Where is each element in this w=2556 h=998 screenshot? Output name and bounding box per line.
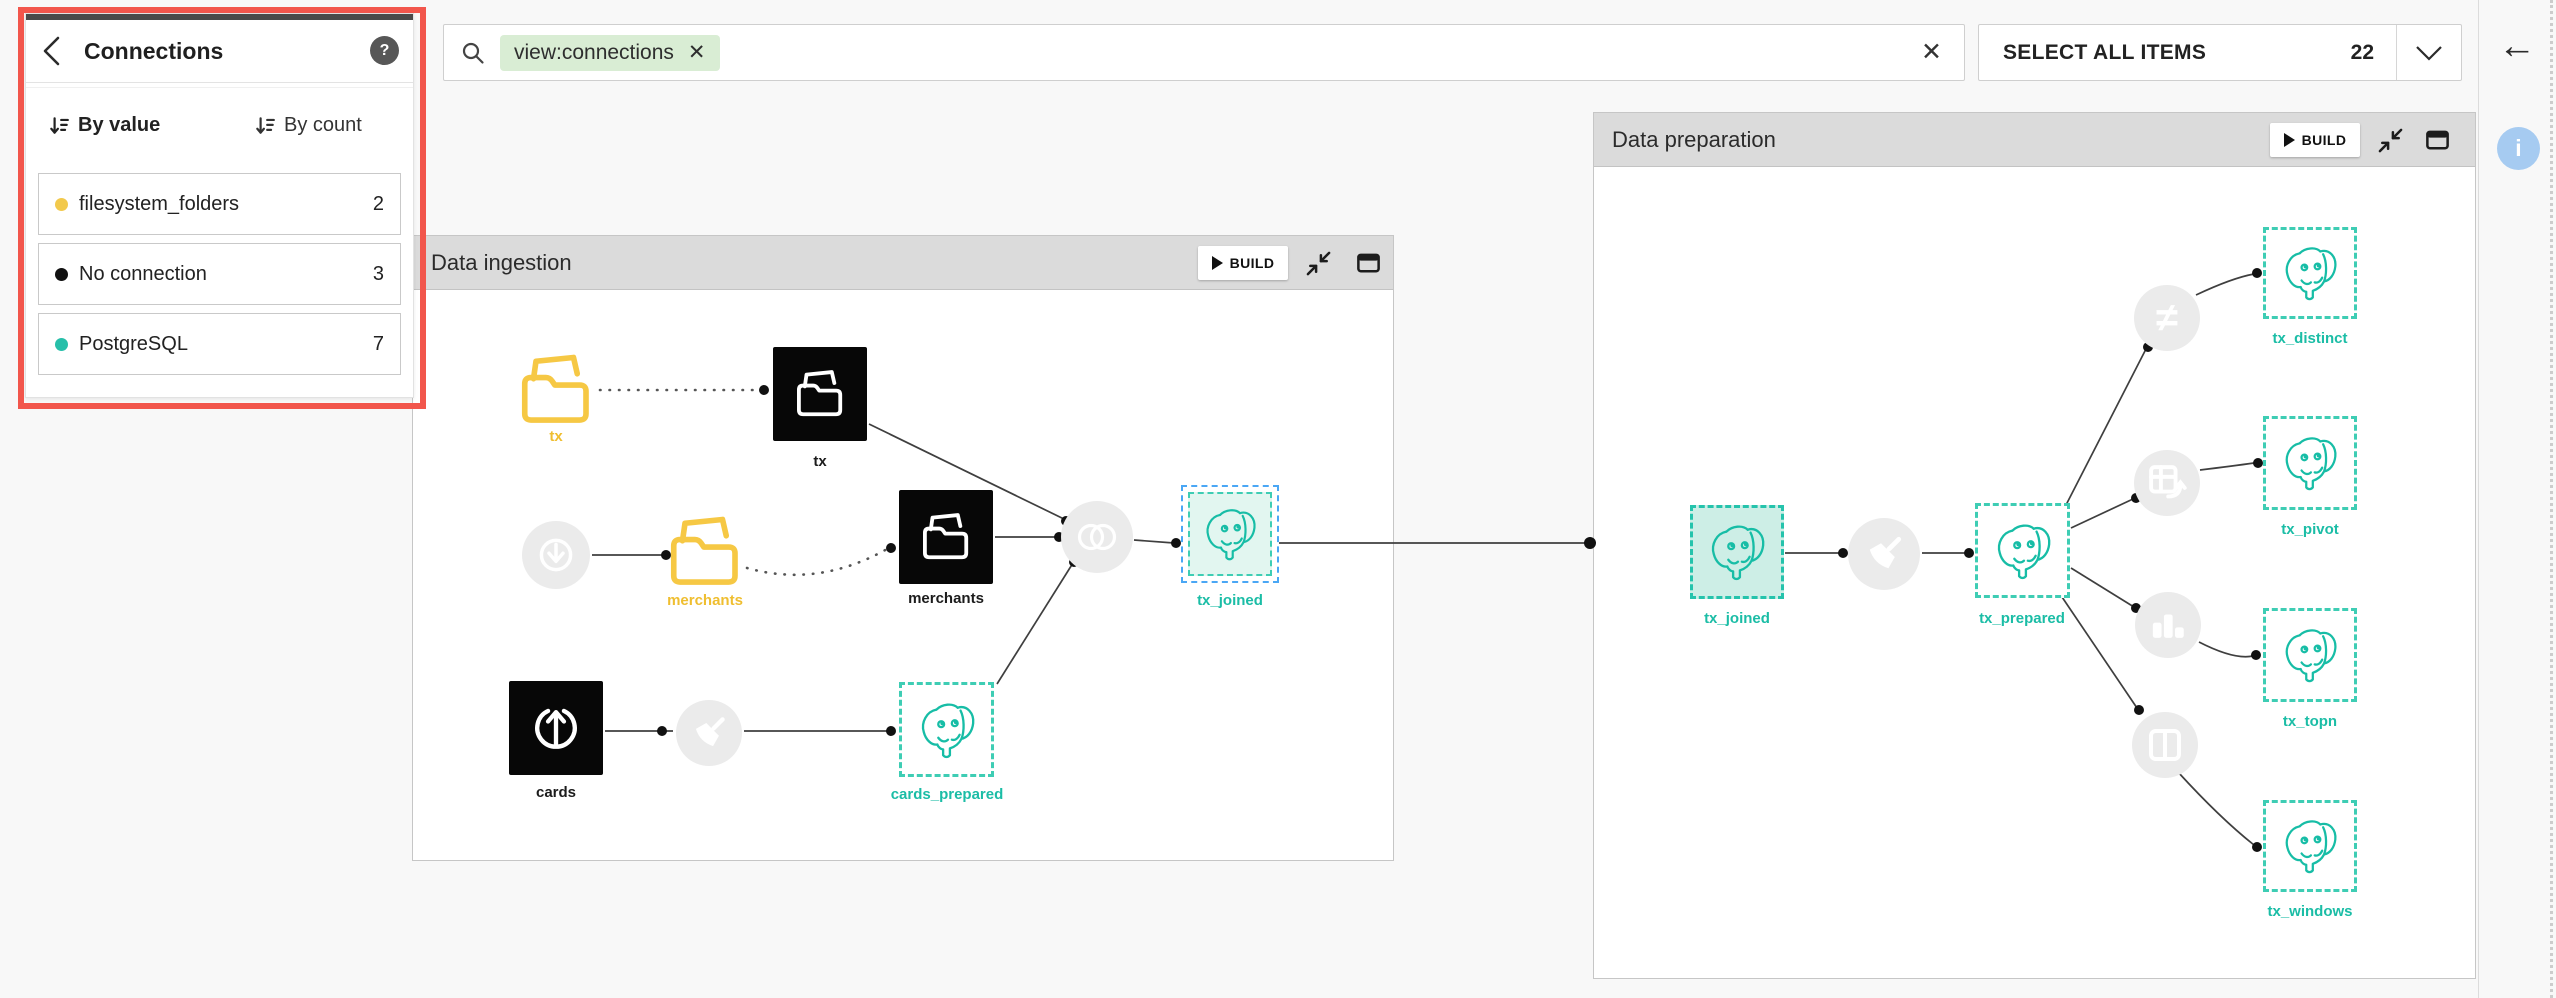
dataset-tx-windows[interactable] (2263, 800, 2357, 892)
dataset-cards[interactable] (509, 681, 603, 775)
chevron-down-icon[interactable] (2397, 25, 2461, 80)
right-scroll-track[interactable] (2550, 0, 2553, 998)
dataset-tx-pivot[interactable] (2263, 416, 2357, 510)
search-filter-tag[interactable]: view:connections ✕ (500, 34, 720, 71)
connection-filter-postgresql[interactable]: PostgreSQL 7 (38, 313, 401, 375)
dataset-tx-prepared[interactable] (1975, 503, 2070, 598)
postgresql-elephant-icon (916, 699, 978, 761)
recipe-download[interactable] (522, 521, 590, 589)
node-label: tx_pivot (2281, 521, 2339, 538)
dataset-cards-prepared[interactable] (899, 682, 994, 777)
distinct-icon: ≠ (2156, 296, 2178, 340)
play-icon (2283, 133, 2295, 147)
postgresql-elephant-icon (1706, 521, 1768, 583)
panel-top-strip (26, 14, 413, 20)
panel-title: Connections (84, 38, 224, 64)
search-icon (462, 42, 484, 64)
recipe-join[interactable] (1061, 501, 1133, 573)
flow-search-bar[interactable]: view:connections ✕ ✕ (443, 24, 1965, 81)
node-label: merchants (908, 590, 984, 607)
postgresql-elephant-icon (2280, 625, 2340, 685)
postgresql-elephant-icon (1201, 505, 1259, 563)
node-label: tx_joined (1197, 592, 1263, 609)
broom-icon (686, 710, 732, 756)
connection-color-dot (55, 337, 68, 351)
dataset-tx-joined-selected[interactable] (1181, 485, 1279, 583)
broom-icon (1859, 529, 1909, 579)
node-label: tx (813, 453, 827, 470)
dataset-tx-joined-shared[interactable] (1690, 505, 1784, 599)
back-arrow-icon[interactable]: ← (2498, 25, 2536, 67)
topn-icon (2152, 614, 2184, 638)
window-panes-icon (2149, 729, 2181, 761)
sort-by-count-button[interactable]: By count (254, 114, 362, 137)
node-label: tx (549, 428, 563, 445)
dataset-tx[interactable] (773, 347, 867, 441)
right-rail-divider (2478, 0, 2479, 998)
sort-icon (254, 115, 276, 137)
postgresql-elephant-icon (1992, 520, 2054, 582)
sort-row: By value By count (26, 114, 413, 150)
recipe-pivot[interactable] (2134, 450, 2200, 516)
recipe-window[interactable] (2132, 712, 2198, 778)
remove-tag-icon[interactable]: ✕ (687, 41, 706, 64)
postgresql-elephant-icon (2280, 433, 2340, 493)
dataset-tx-distinct[interactable] (2263, 227, 2357, 319)
dataset-tx-topn[interactable] (2263, 608, 2357, 702)
divider (2396, 25, 2397, 80)
managed-folder-tx[interactable] (516, 350, 596, 430)
connection-filter-filesystem-folders[interactable]: filesystem_folders 2 (38, 173, 401, 235)
postgresql-elephant-icon (2280, 816, 2340, 876)
recipe-prepare[interactable] (1848, 518, 1920, 590)
postgresql-elephant-icon (2280, 243, 2340, 303)
upload-icon (535, 708, 577, 749)
connection-color-dot (55, 267, 68, 281)
join-icon (1077, 523, 1117, 551)
connection-color-dot (55, 197, 68, 211)
node-label: cards (535, 784, 577, 801)
zone-title: Data ingestion (431, 250, 572, 275)
folder-icon (665, 512, 745, 592)
recipe-prepare[interactable] (676, 700, 742, 766)
node-label: tx_prepared (1979, 610, 2065, 627)
select-all-label: SELECT ALL ITEMS (2003, 40, 2207, 64)
dataset-merchants[interactable] (899, 490, 993, 584)
connections-filter-panel: Connections ? By value By count filesyst… (25, 13, 414, 398)
panel-header: Connections ? (26, 20, 413, 88)
node-label: merchants (667, 592, 743, 609)
sort-by-value-button[interactable]: By value (48, 114, 160, 137)
select-all-items-dropdown[interactable]: SELECT ALL ITEMS 22 (1978, 24, 2462, 81)
zone-header[interactable]: Data preparation BUILD (1594, 113, 2475, 167)
folder-icon (919, 510, 973, 564)
pivot-icon (2149, 465, 2187, 499)
download-icon (539, 538, 573, 572)
node-label: tx_topn (2282, 713, 2338, 730)
info-icon[interactable]: i (2497, 127, 2540, 170)
clear-search-icon[interactable]: ✕ (1921, 38, 1942, 66)
recipe-topn[interactable] (2135, 592, 2201, 658)
back-chevron-icon[interactable] (38, 34, 68, 68)
select-all-count: 22 (2350, 40, 2374, 64)
dataset-body (1188, 492, 1272, 576)
build-button[interactable]: BUILD (1198, 246, 1288, 280)
recipe-distinct[interactable]: ≠ (2134, 285, 2200, 351)
build-button[interactable]: BUILD (2270, 123, 2360, 157)
zone-title: Data preparation (1612, 127, 1776, 152)
node-label: tx_distinct (2272, 330, 2348, 347)
folder-icon (516, 350, 596, 430)
tag-text: view:connections (514, 40, 674, 64)
node-label: tx_joined (1704, 610, 1770, 627)
node-label: tx_windows (2267, 903, 2353, 920)
sort-icon (48, 115, 70, 137)
zone-header[interactable]: Data ingestion BUILD (413, 236, 1393, 290)
play-icon (1211, 256, 1223, 270)
folder-icon (793, 367, 847, 421)
node-label: cards_prepared (890, 786, 1004, 803)
managed-folder-merchants[interactable] (665, 512, 745, 592)
help-icon[interactable]: ? (370, 36, 399, 65)
connection-filter-no-connection[interactable]: No connection 3 (38, 243, 401, 305)
